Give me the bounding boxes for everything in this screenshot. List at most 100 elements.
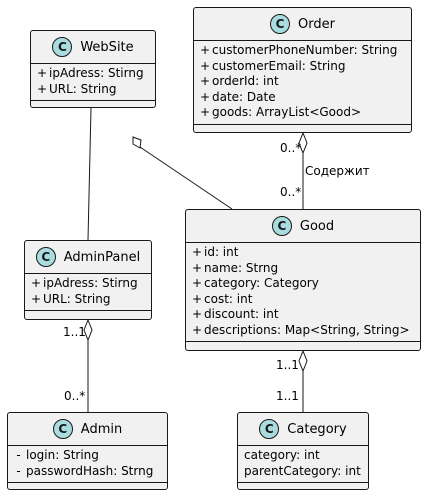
attribute-text: orderId: int (212, 74, 279, 88)
attribute: category: int (244, 448, 362, 464)
aggregation-website-good-line (139, 146, 233, 210)
attribute-text: category: Category (204, 276, 319, 290)
class-name: Category (287, 421, 347, 437)
attribute-text: ipAdress: Stirng (49, 66, 144, 80)
attribute: +discount: int (192, 307, 414, 323)
class-header: C Order (194, 8, 411, 40)
attribute: +customerPhoneNumber: String (200, 43, 405, 59)
visibility-marker: + (37, 66, 48, 80)
class-name: Good (299, 218, 335, 234)
attribute-text: URL: String (43, 291, 111, 306)
class-divider (186, 341, 420, 342)
class-badge-icon: C (271, 216, 292, 236)
class-divider (31, 63, 155, 64)
visibility-marker: + (200, 43, 211, 57)
attribute: -passwordHash: Strng (14, 464, 161, 480)
attribute-text: customerEmail: String (212, 58, 346, 73)
attribute-text: cost: int (204, 291, 253, 306)
multiplicity-admin-side: 0..* (64, 389, 86, 403)
class-badge-icon: C (259, 419, 280, 439)
multiplicity-category-side: 1..1 (276, 389, 299, 403)
visibility-marker: + (31, 291, 42, 306)
attribute-text: date: Date (212, 89, 276, 104)
class-divider (31, 100, 155, 101)
class-divider (194, 40, 411, 41)
attribute-text: passwordHash: Strng (26, 463, 154, 478)
attribute-text: discount: int (204, 307, 279, 321)
visibility-marker: + (192, 307, 203, 321)
attribute-text: goods: ArrayList<Good> (212, 105, 362, 119)
attribute-text: category: int (244, 448, 320, 462)
class-adminpanel: C AdminPanel +ipAdress: Stirng +URL: Str… (24, 240, 152, 320)
visibility-marker: + (192, 276, 203, 290)
visibility-marker: - (16, 463, 21, 478)
association-website-adminpanel (87, 107, 92, 241)
attribute: +orderId: int (200, 74, 405, 90)
attribute: +name: Strng (192, 261, 414, 277)
visibility-marker: + (37, 81, 48, 96)
attribute-list: category: int parentCategory: int (238, 446, 368, 482)
visibility-marker: + (200, 89, 211, 104)
visibility-marker: + (31, 276, 42, 290)
multiplicity-good-side-top: 0..* (280, 185, 302, 199)
aggregation-diamond-website (132, 136, 142, 149)
class-good: C Good +id: int +name: Strng +category: … (185, 209, 421, 351)
class-header: C Category (238, 413, 368, 445)
multiplicity-order-side: 0..* (280, 141, 302, 155)
visibility-marker: + (200, 74, 211, 88)
class-divider (186, 242, 420, 243)
class-divider (25, 310, 151, 311)
attribute: +URL: String (31, 292, 145, 308)
attribute-text: name: Strng (204, 260, 279, 275)
attribute: +date: Date (200, 90, 405, 106)
attribute: +customerEmail: String (200, 59, 405, 75)
class-badge-icon: C (52, 37, 73, 57)
class-header: C AdminPanel (25, 241, 151, 273)
class-divider (8, 445, 167, 446)
visibility-marker: + (200, 58, 211, 73)
class-badge-icon: C (52, 419, 73, 439)
attribute: -login: String (14, 448, 161, 464)
attribute-list: +id: int +name: Strng +category: Categor… (186, 243, 420, 341)
class-header: C Admin (8, 413, 167, 445)
visibility-marker: - (16, 448, 21, 462)
attribute-text: customerPhoneNumber: String (212, 43, 398, 57)
aggregation-diamond-order (298, 131, 308, 155)
visibility-marker: + (192, 291, 203, 306)
visibility-marker: + (192, 260, 203, 275)
class-name: AdminPanel (63, 249, 141, 265)
multiplicity-good-side-bottom: 1..1 (276, 358, 299, 372)
attribute-text: descriptions: Map<String, String> (204, 322, 410, 337)
attribute-list: -login: String -passwordHash: Strng (8, 446, 167, 482)
visibility-marker: + (192, 322, 203, 337)
class-badge-icon: C (35, 247, 56, 267)
attribute-text: ipAdress: Stirng (43, 276, 138, 290)
class-badge-icon: C (270, 14, 291, 34)
attribute-text: login: String (26, 448, 99, 462)
aggregation-diamond-adminpanel (83, 318, 93, 342)
class-name: WebSite (80, 39, 134, 55)
visibility-marker: + (192, 245, 203, 259)
attribute-text: URL: String (49, 81, 117, 96)
attribute: parentCategory: int (244, 464, 362, 480)
attribute: +ipAdress: Stirng (37, 66, 149, 82)
attribute: +ipAdress: Stirng (31, 276, 145, 292)
class-name: Admin (80, 421, 123, 437)
association-label: Содержит (305, 164, 370, 178)
attribute: +category: Category (192, 276, 414, 292)
class-header: C Good (186, 210, 420, 242)
attribute: +URL: String (37, 82, 149, 98)
class-header: C WebSite (31, 31, 155, 63)
attribute: +goods: ArrayList<Good> (200, 105, 405, 121)
attribute-list: +ipAdress: Stirng +URL: String (31, 64, 155, 100)
class-website: C WebSite +ipAdress: Stirng +URL: String (30, 30, 156, 108)
class-name: Order (298, 16, 335, 32)
visibility-marker: + (200, 105, 211, 119)
attribute: +descriptions: Map<String, String> (192, 323, 414, 339)
attribute-list: +customerPhoneNumber: String +customerEm… (194, 41, 411, 124)
multiplicity-adminpanel-side: 1..1 (63, 325, 86, 339)
class-divider (8, 482, 167, 483)
attribute-text: parentCategory: int (244, 463, 361, 478)
attribute: +cost: int (192, 292, 414, 308)
